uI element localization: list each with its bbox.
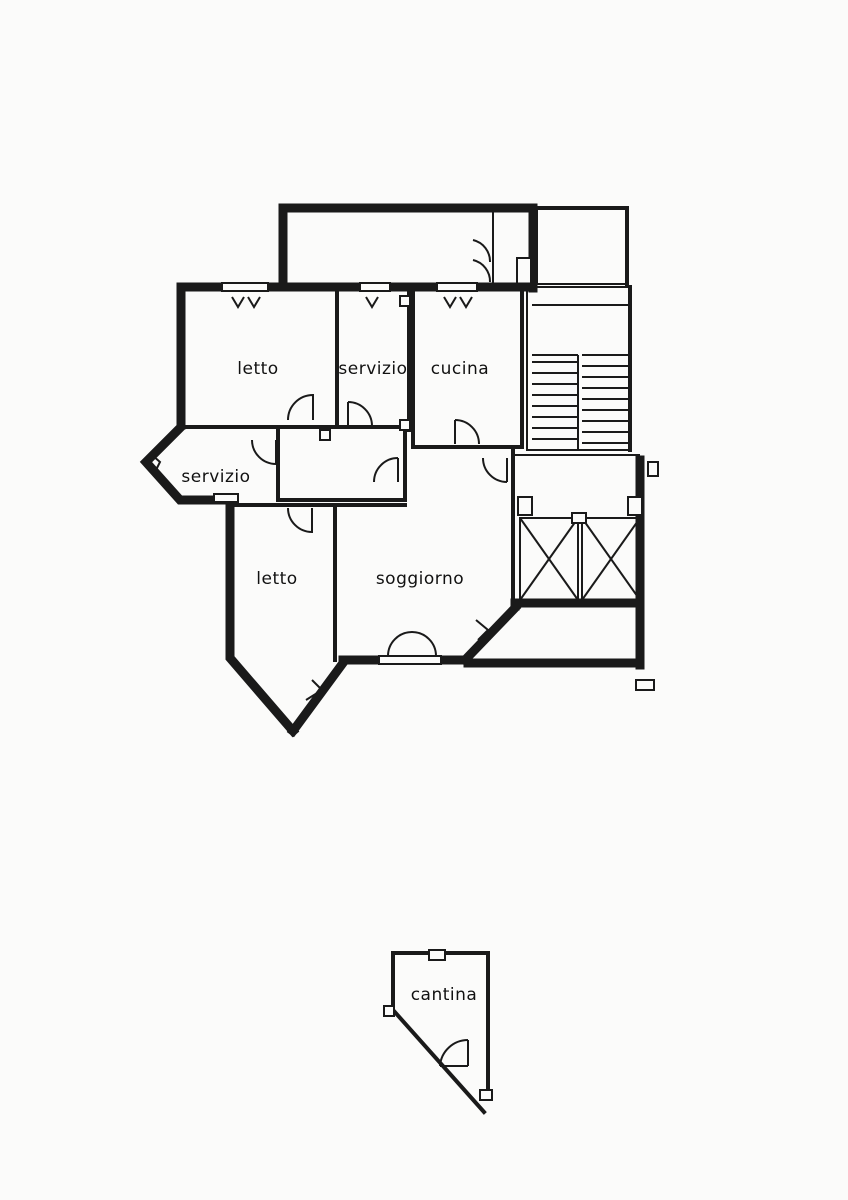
room-label-cellar: cantina: [411, 985, 478, 1005]
room-label-bedroom-bottom: letto: [256, 569, 297, 589]
stairwell: [526, 285, 632, 452]
room-label-living-room: soggiorno: [376, 569, 464, 589]
elevator-shafts: [515, 454, 659, 601]
room-label-bedroom-top: letto: [237, 359, 278, 379]
outer-walls: [139, 282, 655, 738]
windows: [151, 282, 490, 701]
room-label-bathroom-left: servizio: [181, 467, 250, 487]
cellar-plan: cantina: [383, 949, 493, 1115]
doors: [251, 239, 508, 657]
room-label-bathroom-top: servizio: [338, 359, 407, 379]
top-terrace: [278, 203, 629, 293]
room-label-kitchen: cucina: [431, 359, 489, 379]
interior-walls: [183, 288, 524, 662]
